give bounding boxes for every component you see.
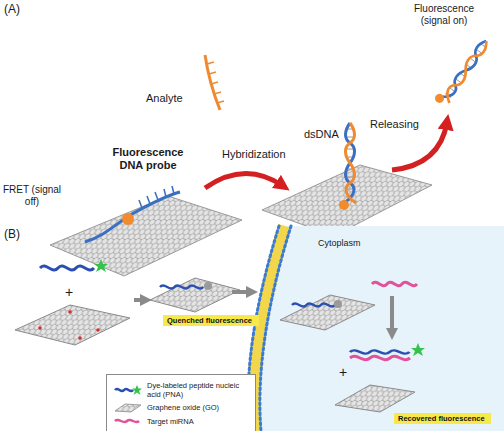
- legend-row: Dye-labeled peptide nucleic acid (PNA): [113, 381, 249, 399]
- legend-sample: [113, 401, 143, 413]
- legend-text: Target miRNA: [147, 417, 194, 426]
- legend-row: Target miRNA: [113, 415, 249, 427]
- legend-sample: [113, 415, 143, 427]
- label-box: Recovered fluorescence: [394, 413, 491, 424]
- panel-letter: (A): [4, 3, 34, 17]
- step-label: Releasing: [370, 118, 428, 131]
- legend-row: Graphene oxide (GO): [113, 401, 249, 413]
- analyte-label: Analyte: [146, 92, 194, 105]
- legend-sample: [113, 384, 143, 396]
- probe-label: Fluorescence DNA probe: [106, 146, 190, 171]
- plus-sign: +: [336, 364, 350, 380]
- plus-sign: +: [62, 284, 76, 300]
- box-text: Quenched fluorescence: [167, 316, 255, 325]
- signal-label: Fluorescence (signal on): [404, 3, 484, 26]
- legend-text: Dye-labeled peptide nucleic acid (PNA): [147, 381, 249, 399]
- legend-box: Dye-labeled peptide nucleic acid (PNA) Gr…: [106, 374, 256, 431]
- box-text: Recovered fluorescence: [398, 414, 487, 423]
- dsdna-label: dsDNA: [304, 128, 344, 141]
- label-box: Quenched fluorescence: [163, 315, 259, 326]
- step-label: Hybridization: [222, 148, 294, 161]
- legend-text: Graphene oxide (GO): [147, 403, 219, 412]
- panel-letter: (B): [4, 228, 34, 242]
- fret-label: FRET (signal off): [2, 184, 62, 207]
- region-label: Cytoplasm: [318, 238, 378, 248]
